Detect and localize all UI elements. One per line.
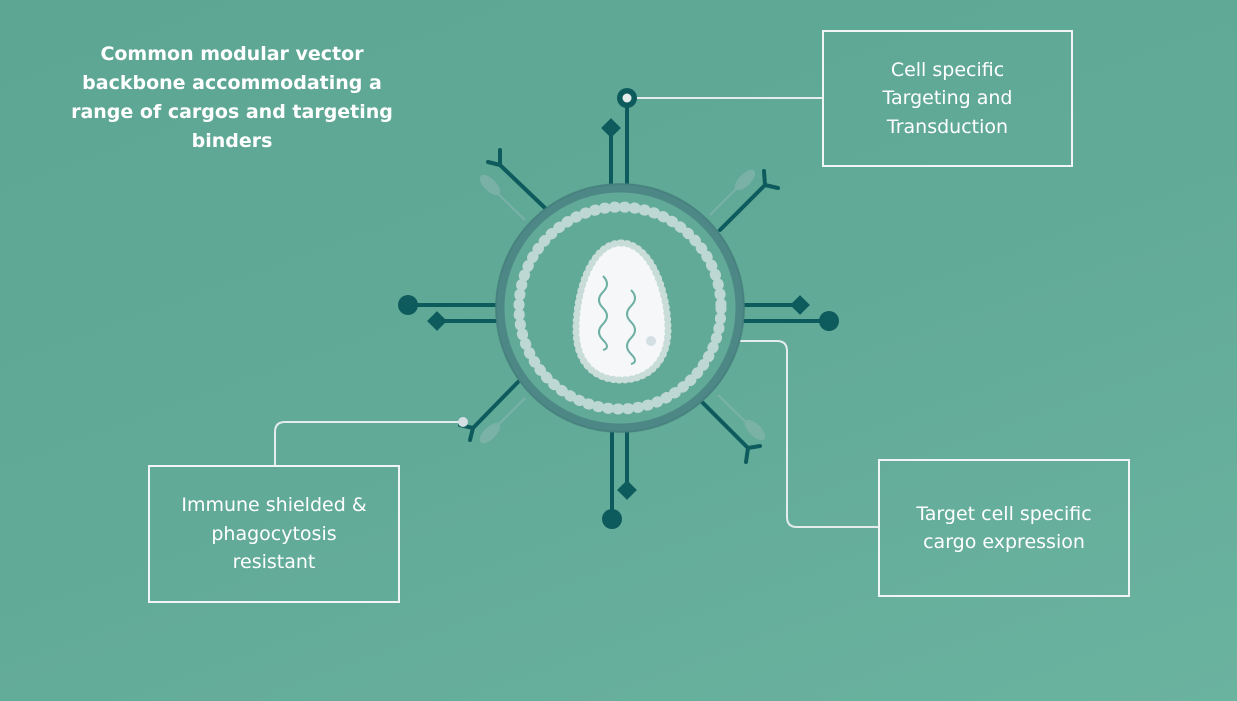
virus-capsid [495, 183, 745, 433]
connector-immune [274, 421, 463, 465]
callout-line: Targeting and [882, 87, 1013, 110]
callout-targeting: Cell specific Targeting and Transduction [822, 30, 1073, 167]
callout-immune: Immune shielded & phagocytosis resistant [148, 465, 400, 603]
gene-strand [598, 275, 608, 351]
title-line: binders [191, 130, 273, 152]
callout-line: resistant [232, 551, 316, 574]
connector-dots [458, 88, 656, 427]
callout-line: Immune shielded & [181, 494, 367, 517]
title-line: Common modular vector [100, 43, 364, 65]
connector-lines [274, 97, 878, 528]
callout-line: phagocytosis [211, 522, 337, 545]
callout-line: Target cell specific [916, 502, 1092, 525]
callout-line: cargo expression [923, 531, 1085, 553]
callout-line: Cell specific [890, 58, 1005, 81]
bead-ring [513, 201, 727, 415]
connector-cargo [651, 340, 878, 528]
title-line: range of cargos and targeting [71, 101, 393, 123]
diagram-title: Common modular vector backbone accommoda… [62, 40, 402, 156]
title-line: backbone accommodating a [82, 72, 382, 94]
faded-spikes [479, 169, 766, 444]
callout-cargo: Target cell specific cargo expression [878, 459, 1130, 597]
gene-strand [626, 289, 636, 365]
callout-line: Transduction [886, 115, 1009, 138]
